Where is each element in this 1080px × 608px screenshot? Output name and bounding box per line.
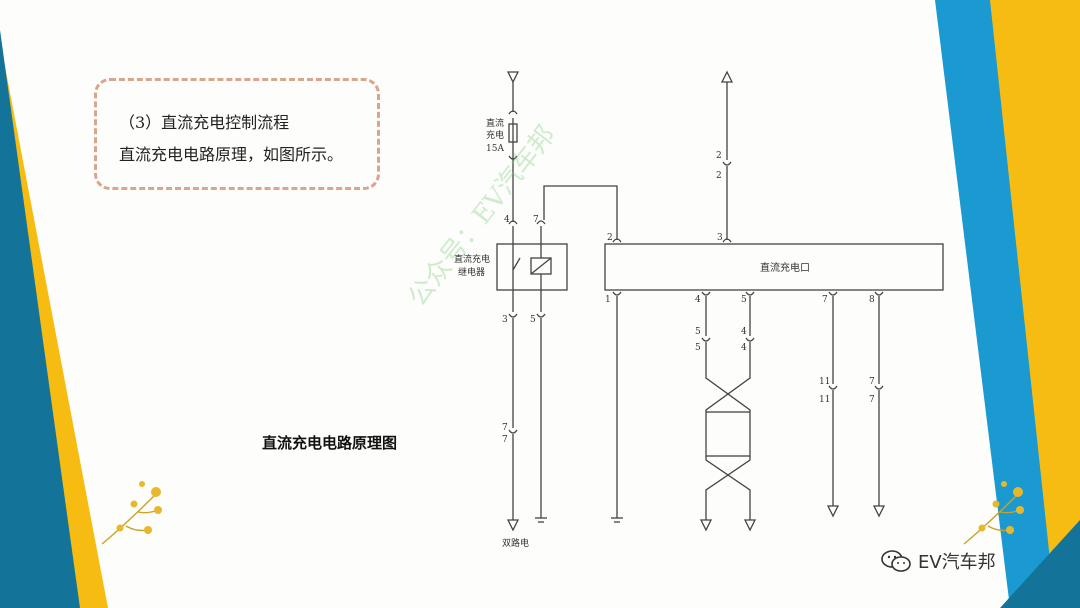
twisted-pair — [705, 456, 751, 520]
pin-label: 2 — [716, 151, 722, 161]
pin-label: 4 — [741, 343, 747, 353]
connector-mark — [828, 385, 838, 390]
pin-label: 5 — [695, 327, 701, 337]
pin-label: 2 — [716, 171, 722, 181]
charge-port-box — [604, 243, 944, 291]
fuse-label-1: 直流 — [486, 117, 504, 129]
output-arrow — [872, 505, 886, 518]
twisted-pair — [705, 456, 751, 520]
output-arrow — [743, 519, 757, 532]
floral-ornament-left-icon — [101, 481, 162, 545]
connector-mark — [508, 110, 518, 115]
right-yellow-band — [985, 0, 1080, 608]
connector-mark — [612, 238, 622, 243]
fuse-rating: 15A — [486, 144, 504, 154]
connector-mark — [874, 291, 884, 296]
pin-label: 11 — [819, 377, 830, 387]
pin-label: 4 — [504, 215, 510, 225]
brand-name: EV汽车邦 — [918, 552, 996, 573]
relay-switch — [512, 257, 521, 271]
relay-coil-diag — [530, 257, 552, 275]
pin-label: 3 — [717, 233, 723, 243]
relay-label-1: 直流充电 — [454, 253, 490, 265]
twisted-pair — [705, 342, 751, 412]
dual-power-label: 双路电 — [502, 537, 529, 549]
right-blue-band — [935, 0, 1050, 608]
pin-label: 4 — [695, 295, 701, 305]
relay-label-2: 继电器 — [458, 266, 485, 278]
twisted-pair-box — [705, 411, 751, 457]
connector-mark — [745, 337, 755, 342]
top-arrow — [720, 70, 734, 83]
floral-ornament-right-icon — [963, 481, 1024, 545]
connector-mark — [508, 429, 518, 434]
connector-mark — [508, 313, 518, 318]
pin-label: 5 — [695, 343, 701, 353]
brand-watermark: EV汽车邦 — [880, 548, 996, 574]
pin-label: 5 — [741, 295, 747, 305]
pin-label: 7 — [822, 295, 828, 305]
connector-mark — [701, 291, 711, 296]
right-teal-corner — [1000, 520, 1080, 608]
relay-box — [496, 243, 568, 291]
connector-mark — [612, 291, 622, 296]
connector-mark — [508, 155, 518, 160]
connector-mark — [828, 291, 838, 296]
pin-label: 7 — [502, 423, 508, 433]
pin-label: 7 — [502, 435, 508, 445]
circuit-diagram: 直流 充电 15A 直流充电 继电器 直流充电口 双路电 4 7 3 5 7 7… — [454, 70, 944, 549]
port-label: 直流充电口 — [760, 261, 810, 274]
diagram-caption: 直流充电电路原理图 — [262, 434, 398, 452]
pin-label: 4 — [741, 327, 747, 337]
pin-label: 3 — [502, 315, 508, 325]
pin-label: 5 — [530, 315, 536, 325]
pin-label: 2 — [607, 233, 613, 243]
connector-mark — [508, 220, 518, 225]
pin-label: 1 — [605, 295, 611, 305]
connector-mark — [745, 291, 755, 296]
output-arrow — [506, 519, 520, 532]
ground-arrow-top-left — [506, 71, 520, 84]
pin-label: 7 — [869, 377, 875, 387]
left-teal-band — [0, 30, 80, 608]
pin-label: 7 — [533, 215, 539, 225]
connector-mark — [722, 238, 732, 243]
callout-line-2: 直流充电电路原理，如图所示。 — [119, 145, 344, 164]
pin-label: 7 — [869, 395, 875, 405]
connector-mark — [722, 161, 732, 166]
connector-mark — [874, 385, 884, 390]
wire — [543, 185, 618, 240]
connector-mark — [536, 220, 546, 225]
pin-label: 11 — [819, 395, 830, 405]
wechat-icon — [881, 550, 911, 572]
pin-label: 8 — [869, 295, 875, 305]
fuse-label-2: 充电 — [486, 129, 504, 141]
connector-mark — [536, 313, 546, 318]
connector-mark — [701, 337, 711, 342]
output-arrow — [699, 519, 713, 532]
callout-line-1: （3）直流充电控制流程 — [119, 113, 290, 132]
output-arrow — [826, 505, 840, 518]
callout-box: （3）直流充电控制流程 直流充电电路原理，如图所示。 — [94, 78, 380, 190]
